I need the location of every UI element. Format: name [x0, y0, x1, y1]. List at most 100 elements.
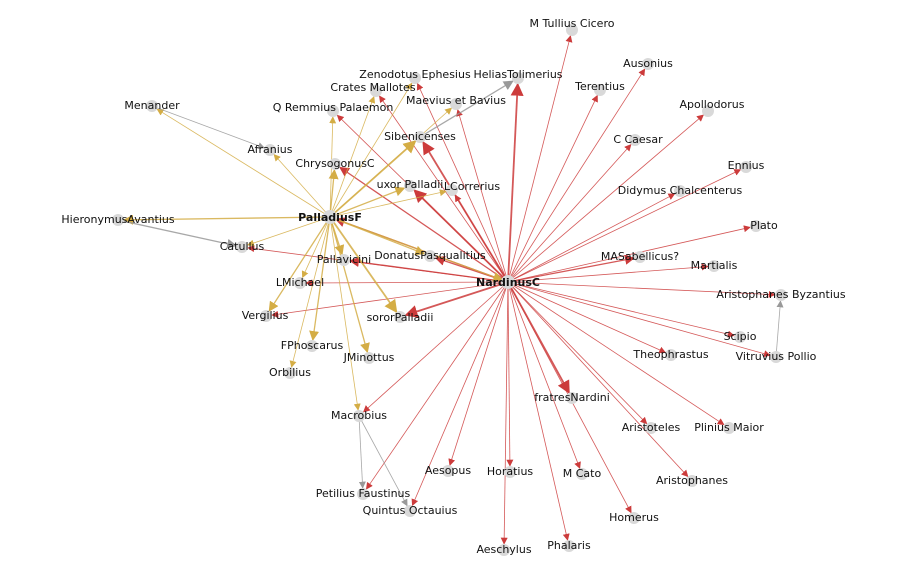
node-Phalaris[interactable]	[563, 540, 575, 552]
node-label: Macrobius	[331, 409, 387, 422]
node-label: sororPalladii	[367, 311, 434, 324]
node-PalladiusF[interactable]	[323, 210, 337, 224]
node-label: ChrysogonusC	[295, 157, 375, 170]
edge-NardinusC-to-Apollodorus	[507, 114, 704, 283]
edge-Macrobius-to-Quintus	[358, 415, 408, 507]
node-FratresNardini[interactable]	[566, 392, 578, 404]
node-Horatius[interactable]	[504, 466, 516, 478]
node-Terentius[interactable]	[594, 84, 606, 96]
node-NardinusC[interactable]	[501, 275, 515, 289]
node-Aristoteles[interactable]	[645, 422, 657, 434]
edge-NardinusC-to-Zenodotus	[416, 82, 509, 283]
edge-Sibenicenses-to-Helias	[419, 80, 514, 138]
node-AristophanesB[interactable]	[775, 289, 787, 301]
node-Cicero[interactable]	[566, 24, 578, 36]
node-Caesar[interactable]	[629, 134, 641, 146]
node-Ennius[interactable]	[740, 161, 752, 173]
node-Catullus[interactable]	[236, 241, 248, 253]
node-label: NardinusC	[476, 276, 540, 289]
edge-NardinusC-to-Scipio	[507, 281, 735, 338]
node-Hieronymus[interactable]	[112, 214, 124, 226]
edge-PalladiusF-to-Zenodotus	[329, 82, 413, 218]
edge-NardinusC-to-Horatius	[506, 281, 514, 467]
edge-NardinusC-to-Ausonius	[507, 68, 646, 283]
node-Sabellicus[interactable]	[634, 251, 646, 263]
node-label: M Cato	[563, 467, 602, 480]
node-label: Apollodorus	[679, 98, 744, 111]
node-UxorPalladii[interactable]	[404, 180, 416, 192]
node-Apollodorus[interactable]	[702, 105, 714, 117]
edge-NardinusC-to-Vitruvius	[507, 281, 771, 358]
node-label: Plinius Maior	[694, 421, 764, 434]
node-Maevius[interactable]	[450, 98, 462, 110]
edge-NardinusC-to-Helias	[507, 82, 524, 283]
edge-NardinusC-to-SororPalladii	[404, 281, 509, 318]
node-Chrysogonus[interactable]	[329, 158, 341, 170]
node-FPhoscarus[interactable]	[306, 340, 318, 352]
node-MCato[interactable]	[576, 468, 588, 480]
node-Aristophanes[interactable]	[686, 475, 698, 487]
node-label: Vergilius	[242, 309, 289, 322]
edge-NardinusC-to-Remmius	[336, 114, 509, 283]
node-label: Crates Mallotes	[330, 81, 415, 94]
node-Theophrastus[interactable]	[665, 349, 677, 361]
edge-NardinusC-to-Martialis	[507, 263, 709, 283]
node-label: DonatusPasqualitius	[374, 249, 486, 262]
node-Crates[interactable]	[370, 85, 382, 97]
node-label: Menander	[124, 99, 180, 112]
node-label: Ausonius	[623, 57, 673, 70]
node-Donatus[interactable]	[424, 250, 436, 262]
node-LMichael[interactable]	[294, 277, 306, 289]
node-label: Quintus Octauius	[363, 504, 458, 517]
node-label: Petilius Faustinus	[316, 487, 411, 500]
node-label: HeliasTolimerius	[473, 68, 562, 81]
edge-NardinusC-to-Didymus	[507, 193, 676, 283]
node-Petilius[interactable]	[357, 488, 369, 500]
node-label: Aristophanes	[656, 474, 728, 487]
node-Didymus[interactable]	[674, 185, 686, 197]
node-Orbilius[interactable]	[284, 367, 296, 379]
node-PliniusMaior[interactable]	[723, 422, 735, 434]
node-Aesopus[interactable]	[442, 465, 454, 477]
node-label: Plato	[750, 219, 778, 232]
edge-NardinusC-to-Petilius	[365, 281, 509, 490]
node-Remmius[interactable]	[327, 105, 339, 117]
node-label: Afranius	[248, 143, 293, 156]
node-Vergilius[interactable]	[260, 310, 272, 322]
node-Quintus[interactable]	[404, 505, 416, 517]
edge-PalladiusF-to-Correrius	[329, 189, 447, 218]
node-Vitruvius[interactable]	[770, 351, 782, 363]
node-Homerus[interactable]	[628, 512, 640, 524]
node-Scipio[interactable]	[734, 331, 746, 343]
node-label: LCorrerius	[444, 180, 500, 193]
node-Plato[interactable]	[750, 220, 762, 232]
edge-PalladiusF-to-Hieronymus	[122, 214, 331, 225]
node-JMinottus[interactable]	[363, 352, 375, 364]
node-label: fratresNardini	[534, 391, 610, 404]
edge-NardinusC-to-Theophrastus	[507, 281, 667, 354]
node-label: Terentius	[574, 80, 625, 93]
node-Menander[interactable]	[146, 100, 158, 112]
node-Sibenicenses[interactable]	[414, 131, 426, 143]
node-Martialis[interactable]	[708, 260, 720, 272]
edge-Vitruvius-to-AristophanesB	[775, 300, 784, 358]
node-label: Pallavicini	[317, 253, 371, 266]
node-Afranius[interactable]	[264, 144, 276, 156]
edge-NardinusC-to-Aeschylus	[500, 281, 509, 545]
node-label: JMinottus	[343, 351, 395, 364]
node-Ausonius[interactable]	[642, 58, 654, 70]
node-label: Aesopus	[425, 464, 472, 477]
node-SororPalladii[interactable]	[394, 311, 406, 323]
edge-PalladiusF-to-SororPalladii	[329, 216, 398, 314]
node-Pallavicini[interactable]	[338, 254, 350, 266]
edge-NardinusC-to-Quintus	[411, 281, 509, 507]
edge-PalladiusF-to-LMichael	[301, 216, 331, 279]
node-Correrius[interactable]	[446, 184, 458, 196]
node-Zenodotus[interactable]	[409, 72, 421, 84]
node-Aeschylus[interactable]	[498, 544, 510, 556]
edge-PalladiusF-to-Crates	[329, 95, 376, 218]
node-Helias[interactable]	[512, 72, 524, 84]
node-Macrobius[interactable]	[353, 410, 365, 422]
node-label: C Caesar	[613, 133, 663, 146]
